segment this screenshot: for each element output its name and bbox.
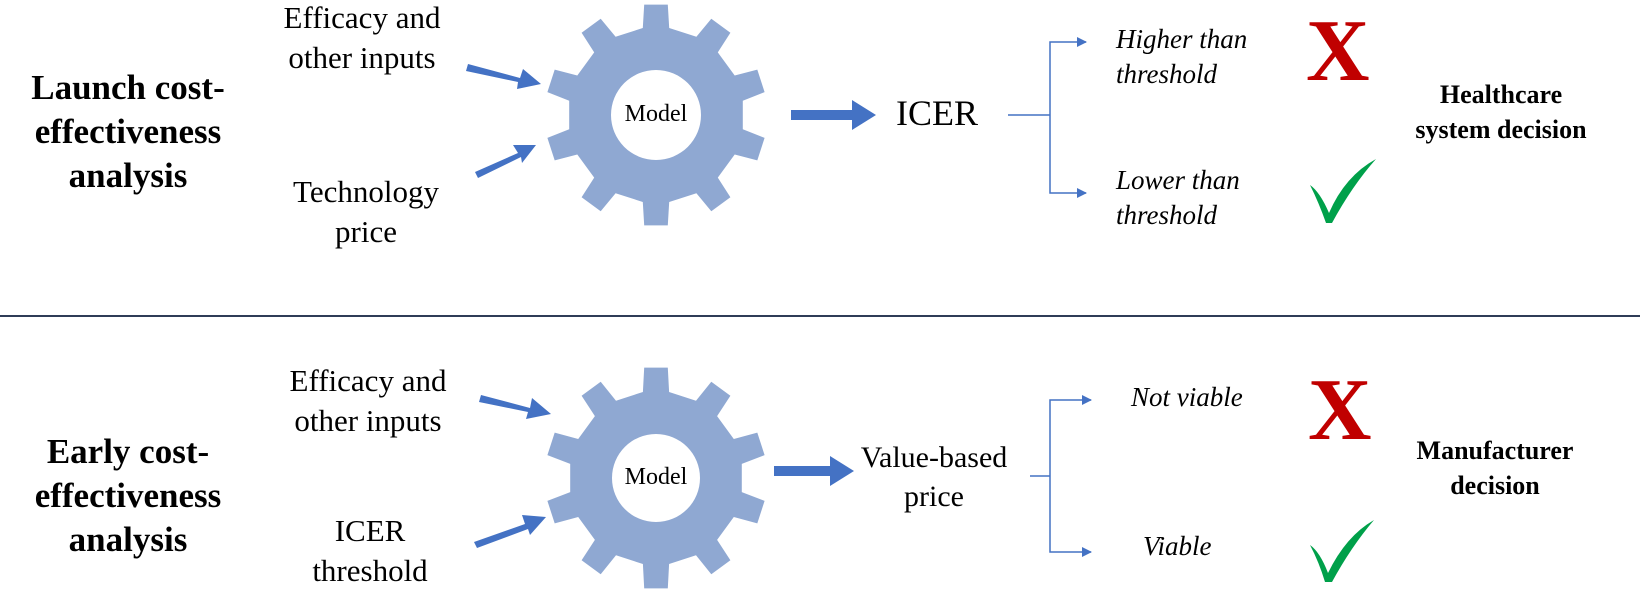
bottom-branch-high-label: Not viable [1131, 382, 1243, 412]
top-input-price: Technology price [266, 172, 466, 251]
bottom-cross-icon: X [1308, 362, 1372, 459]
top-cross-icon: X [1306, 3, 1370, 100]
top-decision-line-1: Healthcare [1439, 80, 1563, 109]
bottom-input-threshold-line-2: threshold [312, 552, 428, 588]
top-branch-lower [1049, 115, 1087, 198]
top-gear-label: Model [624, 101, 688, 127]
top-output-icer: ICER [896, 93, 979, 133]
bottom-output-price-line-1: Value-based [860, 441, 1008, 474]
bottom-branch-upper [1049, 395, 1092, 476]
top-input-arrow-1 [466, 64, 541, 89]
bottom-decision-line-2: decision [1450, 471, 1540, 501]
top-input-price-line-2: price [335, 213, 397, 249]
bottom-branch-lower [1049, 476, 1092, 557]
bottom-decision: Manufacturer decision [1390, 433, 1600, 504]
top-title-line-3: analysis [68, 156, 188, 196]
top-branch-low-line-2: threshold [1116, 200, 1217, 231]
bottom-input-efficacy-line-1: Efficacy and [289, 363, 447, 398]
bottom-check-icon [1310, 520, 1374, 582]
bottom-title-line-3: analysis [68, 520, 188, 560]
bottom-gear-icon [547, 367, 765, 589]
top-title-line-2: effectiveness [34, 112, 222, 152]
top-decision: Healthcare system decision [1390, 77, 1612, 148]
top-branch-low-label: Lower than threshold [1116, 163, 1240, 233]
top-title: Launch cost- effectiveness analysis [8, 66, 248, 198]
bottom-output-price-line-2: price [904, 480, 964, 513]
bottom-input-arrow-2 [474, 515, 546, 548]
top-branch-low-line-1: Lower than [1116, 165, 1240, 195]
top-input-efficacy-line-1: Efficacy and [283, 0, 441, 35]
bottom-title-line-2: effectiveness [34, 476, 222, 516]
bottom-input-threshold-line-1: ICER [334, 513, 406, 548]
bottom-decision-line-1: Manufacturer [1416, 436, 1574, 465]
top-output-arrow [791, 100, 876, 130]
bottom-input-threshold: ICER threshold [280, 511, 460, 590]
bottom-title: Early cost- effectiveness analysis [8, 430, 248, 562]
top-input-arrow-2 [475, 145, 536, 178]
top-check-icon [1310, 159, 1376, 223]
bottom-input-arrow-1 [479, 395, 551, 419]
top-input-price-line-1: Technology [293, 174, 439, 209]
bottom-gear-label: Model [624, 464, 688, 490]
top-branch-high-line-2: threshold [1116, 59, 1217, 90]
top-gear-icon [547, 4, 765, 226]
top-decision-line-2: system decision [1415, 115, 1587, 145]
top-title-line-1: Launch cost- [31, 68, 225, 107]
top-branch-high-line-1: Higher than [1116, 24, 1248, 54]
top-input-efficacy-line-2: other inputs [288, 39, 436, 75]
bottom-input-efficacy: Efficacy and other inputs [268, 361, 468, 440]
bottom-branch-low-label: Viable [1143, 531, 1212, 561]
bottom-output-price: Value-based price [844, 438, 1024, 516]
top-branch-upper [1049, 37, 1087, 115]
bottom-input-efficacy-line-2: other inputs [294, 402, 442, 438]
bottom-title-line-1: Early cost- [46, 432, 210, 471]
top-input-efficacy: Efficacy and other inputs [262, 0, 462, 77]
bottom-output-arrow [774, 456, 854, 486]
top-branch-high-label: Higher than threshold [1116, 22, 1247, 92]
